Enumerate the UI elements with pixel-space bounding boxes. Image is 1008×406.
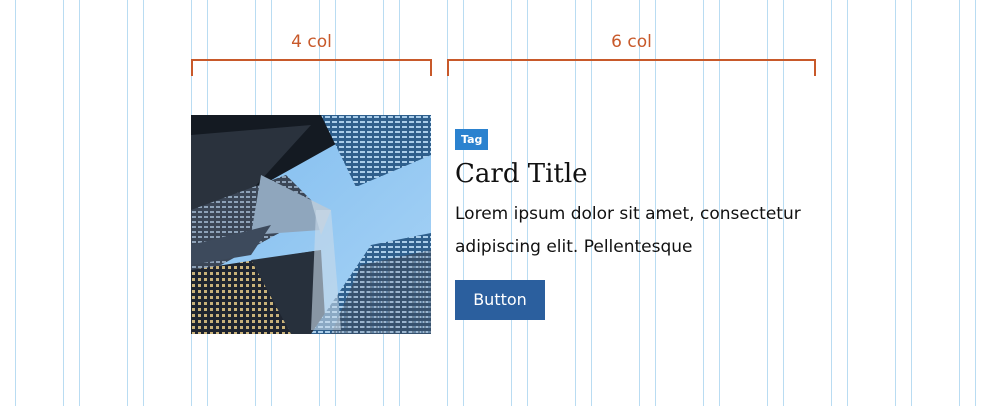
grid-column-edge [959,0,960,406]
grid-column-edge [639,0,640,406]
grid-column-edge [63,0,64,406]
grid-gutter-edge [527,0,528,406]
grid-gutter-edge [911,0,912,406]
grid-column-edge [447,0,448,406]
grid-column-edge [575,0,576,406]
grid-gutter-edge [719,0,720,406]
grid-gutter-edge [655,0,656,406]
card-tag: Tag [455,129,489,150]
grid-column-edge [831,0,832,406]
grid-column-edge [127,0,128,406]
grid-gutter-edge [847,0,848,406]
grid-gutter-edge [591,0,592,406]
span-label-6-col: 6 col [611,32,652,52]
grid-column-edge [703,0,704,406]
card-title: Card Title [455,159,588,189]
grid-gutter-edge [143,0,144,406]
grid-gutter-edge [975,0,976,406]
card-body-text: Lorem ipsum dolor sit amet, consectetur … [455,204,801,257]
span-bracket-6-col [447,59,816,76]
span-bracket-4-col [191,59,432,76]
grid-column-edge [511,0,512,406]
grid-gutter-edge [783,0,784,406]
grid-gutter-edge [79,0,80,406]
grid-column-edge [895,0,896,406]
grid-column-edge [767,0,768,406]
grid-gutter-edge [463,0,464,406]
card-image [191,115,431,334]
span-label-4-col: 4 col [291,32,332,52]
card-action-button[interactable]: Button [455,280,545,320]
grid-gutter-edge [15,0,16,406]
